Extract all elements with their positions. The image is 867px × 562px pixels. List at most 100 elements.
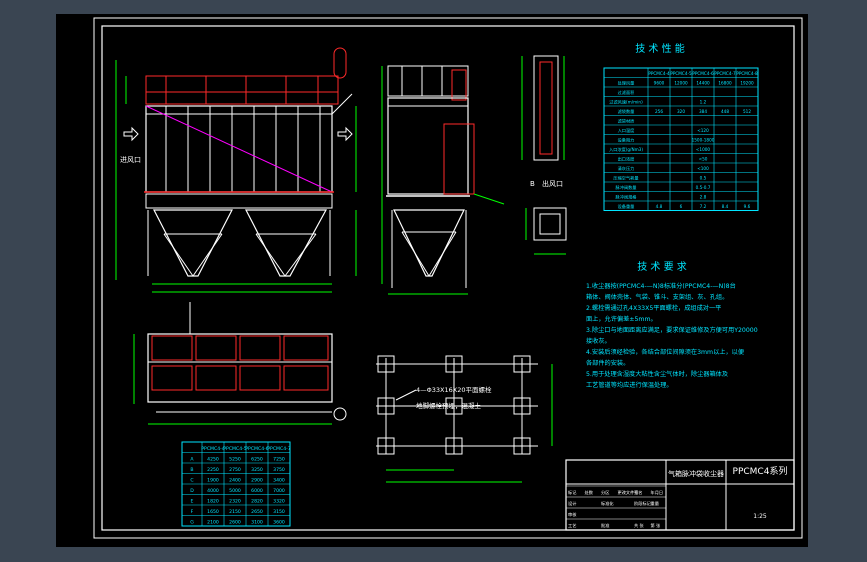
tech-req-line: 各部件的安装。 bbox=[586, 359, 629, 367]
tech-req-line: 接收灰。 bbox=[586, 337, 611, 345]
table-cell: 3400 bbox=[273, 478, 285, 484]
section-label: B bbox=[530, 180, 535, 188]
table-header-cell: PPCMC4-7 bbox=[714, 71, 736, 76]
table-cell: A bbox=[190, 457, 194, 463]
table-cell: 过滤风速(m/min) bbox=[609, 99, 643, 106]
table-cell: 2900 bbox=[251, 478, 263, 484]
title-block-cell: 设计 bbox=[568, 500, 576, 507]
table-cell: 4.8 bbox=[656, 204, 663, 209]
table-cell: 2650 bbox=[251, 509, 263, 515]
table-cell: 1500-1800 bbox=[692, 138, 715, 143]
title-block-cell: 共 张 bbox=[634, 522, 645, 529]
table-cell: <50 bbox=[699, 157, 708, 162]
table-cell: 设备重量 bbox=[618, 203, 635, 210]
table-cell: 320 bbox=[677, 109, 685, 114]
table-cell: 脉冲阀数量 bbox=[616, 184, 637, 191]
table-cell: 2820 bbox=[251, 499, 263, 505]
table-cell: 设备阻力 bbox=[618, 137, 635, 144]
outer-border bbox=[93, 17, 803, 539]
table-cell: <100 bbox=[697, 166, 709, 171]
table-header-cell: PPCMC4-8 bbox=[736, 71, 758, 76]
title-block-rows: 标记处数分区更改文件号签名年月日设计标准化阶段标记重量审核工艺批准共 张第 张 bbox=[566, 485, 666, 529]
table-cell: 16800 bbox=[718, 81, 732, 86]
table-cell: B bbox=[190, 467, 193, 473]
title-block-name: 气箱脉冲袋收尘器 bbox=[668, 469, 724, 478]
table-cell: 12000 bbox=[674, 81, 688, 86]
title-block-cell: 分区 bbox=[601, 489, 609, 496]
outlet-label: 出风口 bbox=[542, 179, 563, 188]
table-cell: 0.5-0.7 bbox=[696, 185, 711, 190]
table-cell: 3100 bbox=[251, 520, 263, 526]
inlet-label: 进风口 bbox=[120, 156, 141, 164]
title-block-scale: 1:25 bbox=[753, 513, 767, 520]
table-cell: 3150 bbox=[273, 509, 285, 515]
title-block-cell: 重量 bbox=[651, 500, 659, 507]
table-cell: 4250 bbox=[207, 457, 219, 463]
tech-req-line: 5.用于处理含湿度大粘性含尘气体时，除尘器箱体及 bbox=[586, 370, 728, 378]
tech-req-line: 箱体、阀体壳体、气袋、锥斗、支架组、灰、孔组。 bbox=[586, 293, 728, 301]
table-cell: 7250 bbox=[273, 457, 285, 463]
table-cell: 3750 bbox=[273, 467, 285, 473]
table-cell: 3600 bbox=[273, 520, 285, 526]
note-line-1: 4—Φ33X16X20平面螺栓 bbox=[416, 385, 492, 394]
table-header-cell: PPCMC4-5 bbox=[223, 446, 246, 452]
tech-req-line: 3.除尘口与地面距离应满足，要求保证维修及方便可用Y20000 bbox=[586, 326, 758, 334]
table-cell: 9600 bbox=[654, 81, 665, 86]
table-cell: 2400 bbox=[229, 478, 241, 484]
table-cell: <120 bbox=[697, 128, 709, 133]
table-cell: 1.2 bbox=[700, 100, 707, 105]
table-cell: 清灰压力 bbox=[618, 165, 635, 172]
table-cell: 滤袋数量 bbox=[618, 108, 635, 115]
tech-req-line: 面上，允许偏差±5mm。 bbox=[586, 315, 657, 323]
table-cell: 5250 bbox=[229, 457, 241, 463]
table-cell: 压缩空气耗量 bbox=[613, 175, 638, 182]
table-cell: 2250 bbox=[207, 467, 219, 473]
title-block bbox=[565, 459, 795, 531]
table-cell: 脉冲阀规格 bbox=[616, 194, 638, 201]
table-cell: 入口温度 bbox=[618, 127, 636, 134]
table-header-cell: PPCMC4-7 bbox=[267, 446, 290, 452]
side-view bbox=[381, 65, 505, 295]
table-header-cell: PPCMC4-6 bbox=[692, 71, 714, 76]
title-block-cell: 审核 bbox=[568, 511, 577, 518]
table-cell: 过滤面积 bbox=[618, 89, 635, 96]
table-cell: 7000 bbox=[273, 488, 285, 494]
table-cell: E bbox=[191, 499, 194, 505]
table-cell: 1900 bbox=[207, 478, 219, 484]
table-cell: 14400 bbox=[696, 81, 710, 86]
table-header-cell: PPCMC4-5 bbox=[670, 71, 692, 76]
table-cell: 0.5 bbox=[700, 176, 707, 181]
table-cell: 7.2 bbox=[700, 204, 707, 209]
title-block-cell: 签名 bbox=[634, 489, 642, 496]
table-cell: 滤袋材质 bbox=[618, 118, 635, 125]
title-block-cell: 阶段标记 bbox=[634, 500, 652, 507]
table-header-cell: PPCMC4-4 bbox=[201, 446, 224, 452]
table-cell: G bbox=[190, 520, 194, 526]
table-cell: 入口浓度(g/Nm3) bbox=[609, 146, 643, 153]
table-cell: 3250 bbox=[251, 467, 263, 473]
tech-req-line: 1.收尘器按(PPCMC4-—N)8标准分(PPCMC4-—N)8台 bbox=[586, 282, 736, 290]
title-block-cell: 更改文件号 bbox=[618, 489, 639, 496]
title-block-cell: 第 张 bbox=[651, 522, 662, 529]
table-cell: 6000 bbox=[251, 488, 263, 494]
table-cell: 5000 bbox=[229, 488, 241, 494]
table-cell: 2.8 bbox=[700, 195, 707, 200]
table-cell: 19200 bbox=[740, 81, 754, 86]
title-block-cell: 年月日 bbox=[651, 489, 664, 496]
table-cell: <1000 bbox=[696, 147, 711, 152]
table-cell: 4000 bbox=[207, 488, 219, 494]
table-cell: 出口浓度 bbox=[618, 156, 636, 163]
note-line-2: 地脚螺栓预埋，混凝土 bbox=[416, 401, 482, 410]
tech-requirements: 1.收尘器按(PPCMC4-—N)8标准分(PPCMC4-—N)8台箱体、阀体壳… bbox=[586, 282, 758, 389]
table-cell: 8.4 bbox=[722, 204, 729, 209]
table-cell: C bbox=[190, 478, 193, 484]
table-cell: 256 bbox=[655, 109, 663, 114]
detail-outlet bbox=[521, 55, 567, 255]
inner-border bbox=[101, 25, 795, 531]
plan-view bbox=[133, 302, 347, 425]
table-cell: 3320 bbox=[273, 499, 285, 505]
tech-req-line: 2.螺栓需通过孔4X33X5平面螺栓，成组成对一平 bbox=[586, 304, 721, 312]
